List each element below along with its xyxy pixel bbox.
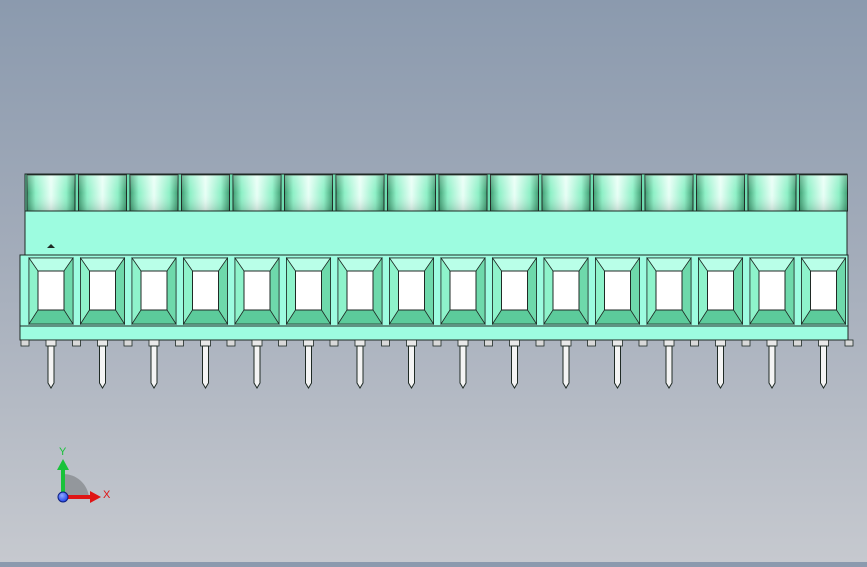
pin-shoulder	[818, 339, 829, 347]
socket-opening	[295, 270, 322, 311]
base-foot	[72, 339, 81, 347]
pin-shoulder	[97, 339, 108, 347]
base-foot	[690, 339, 699, 347]
triad-quarter-disc	[63, 473, 89, 497]
solder-pin	[99, 345, 106, 389]
socket-opening	[655, 270, 683, 311]
pin-shoulder	[457, 339, 469, 347]
socket-opening	[140, 270, 168, 311]
socket-opening	[449, 270, 477, 311]
pin-shoulder	[303, 339, 314, 347]
screw-cylinder-shade	[387, 175, 436, 211]
socket-opening	[192, 270, 219, 311]
body-base	[19, 325, 849, 341]
solder-pin	[408, 345, 415, 389]
solder-pin	[150, 345, 158, 389]
solder-pin	[356, 345, 364, 389]
solder-pin	[202, 345, 209, 389]
screw-cylinder-shade	[490, 175, 539, 211]
base-foot	[638, 339, 648, 347]
pin-shoulder	[251, 339, 263, 347]
pin-shoulder	[509, 339, 520, 347]
screw-cylinder-shade	[542, 175, 590, 211]
screw-cylinder-shade	[78, 175, 127, 211]
socket-opening	[758, 270, 786, 311]
solder-pins	[20, 339, 854, 389]
screw-cylinders	[26, 174, 848, 212]
solder-pin	[511, 345, 518, 389]
pin-shoulder	[200, 339, 211, 347]
socket-opening	[604, 270, 631, 311]
socket-opening	[398, 270, 425, 311]
axis-triad[interactable]: Y X	[57, 446, 111, 503]
solder-pin	[305, 345, 312, 389]
z-axis-dot-icon	[57, 491, 69, 503]
solder-pin	[614, 345, 621, 389]
socket-opening	[501, 270, 528, 311]
base-foot	[278, 339, 287, 347]
socket-opening	[89, 270, 116, 311]
pin-one-marker-icon	[47, 244, 55, 248]
base-foot	[844, 339, 854, 347]
screw-cylinder-shade	[696, 175, 745, 211]
socket-opening	[37, 270, 65, 311]
body-strip	[24, 210, 848, 256]
pin-shoulder	[766, 339, 778, 347]
pin-shoulder	[45, 339, 57, 347]
screw-cylinder-shade	[799, 175, 848, 211]
wire-sockets	[28, 256, 847, 326]
pin-shoulder	[354, 339, 366, 347]
screw-cylinder-shade	[593, 175, 642, 211]
x-axis-arrowhead-icon	[90, 491, 101, 503]
solder-pin	[47, 345, 55, 389]
socket-opening	[243, 270, 271, 311]
base-foot	[484, 339, 493, 347]
screw-cylinder-shade	[130, 175, 178, 211]
solder-pin	[717, 345, 724, 389]
socket-opening	[552, 270, 580, 311]
pin-shoulder	[148, 339, 160, 347]
socket-opening	[346, 270, 374, 311]
screw-cylinder-shade	[233, 175, 281, 211]
base-foot	[329, 339, 339, 347]
x-axis-label: X	[103, 489, 111, 501]
base-foot	[123, 339, 133, 347]
base-foot	[381, 339, 390, 347]
socket-opening	[810, 270, 837, 311]
pin-shoulder	[612, 339, 623, 347]
y-axis-arrowhead-icon	[57, 459, 69, 470]
pin-shoulder	[715, 339, 726, 347]
pin-shoulder	[560, 339, 572, 347]
base-foot	[226, 339, 236, 347]
socket-opening	[707, 270, 734, 311]
base-foot	[741, 339, 751, 347]
screw-cylinder-shade	[439, 175, 487, 211]
solder-pin	[768, 345, 776, 389]
terminal-block-model[interactable]	[19, 173, 854, 389]
base-foot	[432, 339, 442, 347]
solder-pin	[459, 345, 467, 389]
base-foot	[793, 339, 802, 347]
solder-pin	[820, 345, 827, 389]
screw-cylinder-shade	[284, 175, 333, 211]
screw-cylinder-shade	[181, 175, 230, 211]
pin-shoulder	[663, 339, 675, 347]
solder-pin	[665, 345, 673, 389]
screw-cylinder-shade	[336, 175, 384, 211]
pin-shoulder	[406, 339, 417, 347]
solder-pin	[253, 345, 261, 389]
solder-pin	[562, 345, 570, 389]
screw-cylinder-shade	[645, 175, 693, 211]
screw-cylinder-shade	[748, 175, 796, 211]
screw-cylinder-shade	[27, 175, 75, 211]
base-foot	[175, 339, 184, 347]
y-axis-label: Y	[59, 446, 67, 458]
base-foot	[535, 339, 545, 347]
base-foot	[587, 339, 596, 347]
base-foot	[20, 339, 30, 347]
